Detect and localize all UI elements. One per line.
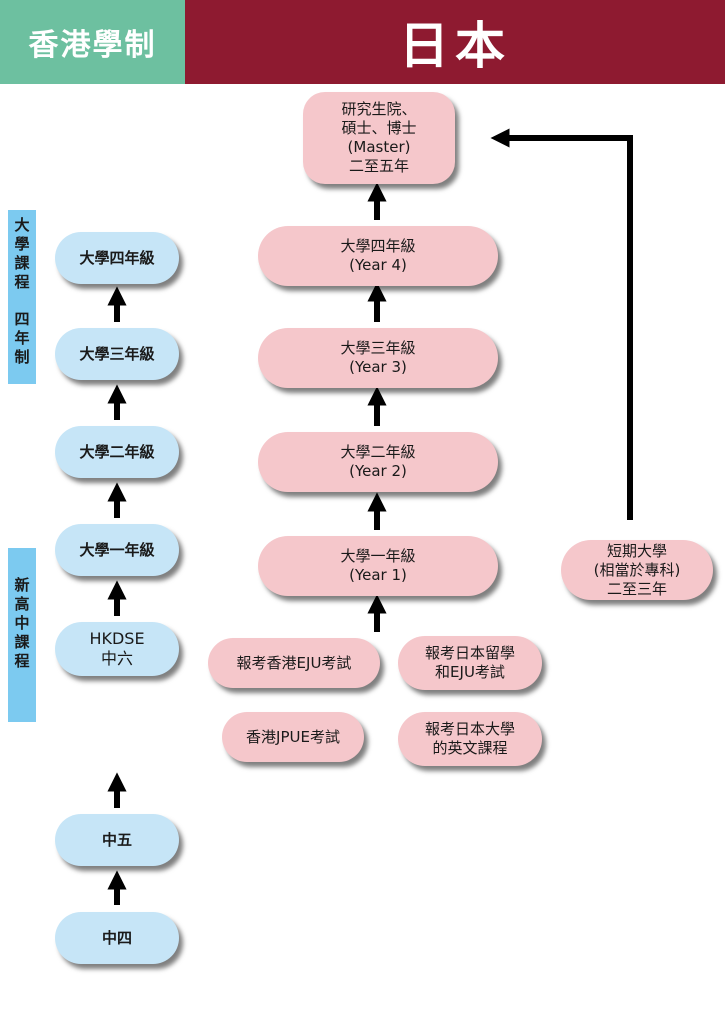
arrow-junior-college-grad [490, 128, 633, 520]
route-jp-english-program: 報考日本大學 的英文課程 [398, 712, 542, 766]
university-program-label: 大 學 課 程 四 年 制 [8, 210, 36, 384]
japan-header: 日本 [185, 0, 725, 84]
jp-junior-college: 短期大學 (相當於專科) 二至三年 [561, 540, 713, 600]
jp-university-year2: 大學二年級 (Year 2) [258, 432, 498, 492]
jp-university-year4: 大學四年級 (Year 4) [258, 226, 498, 286]
route-jp-eju: 報考日本留學 和EJU考試 [398, 636, 542, 690]
hk-university-year1: 大學一年級 [55, 524, 179, 576]
route-hk-eju: 報考香港EJU考試 [208, 638, 380, 688]
jp-graduate-school: 研究生院、 碩士、博士 (Master) 二至五年 [303, 92, 455, 184]
senior-secondary-label: 新 高 中 課 程 [8, 548, 36, 722]
hk-university-year3: 大學三年級 [55, 328, 179, 380]
hk-system-header: 香港學制 [0, 0, 185, 84]
hk-s4: 中四 [55, 912, 179, 964]
hk-university-year2: 大學二年級 [55, 426, 179, 478]
hk-hkdse-s6: HKDSE 中六 [55, 622, 179, 676]
hk-university-year4: 大學四年級 [55, 232, 179, 284]
hk-s5: 中五 [55, 814, 179, 866]
route-hk-jpue: 香港JPUE考試 [222, 712, 364, 762]
jp-university-year3: 大學三年級 (Year 3) [258, 328, 498, 388]
jp-university-year1: 大學一年級 (Year 1) [258, 536, 498, 596]
